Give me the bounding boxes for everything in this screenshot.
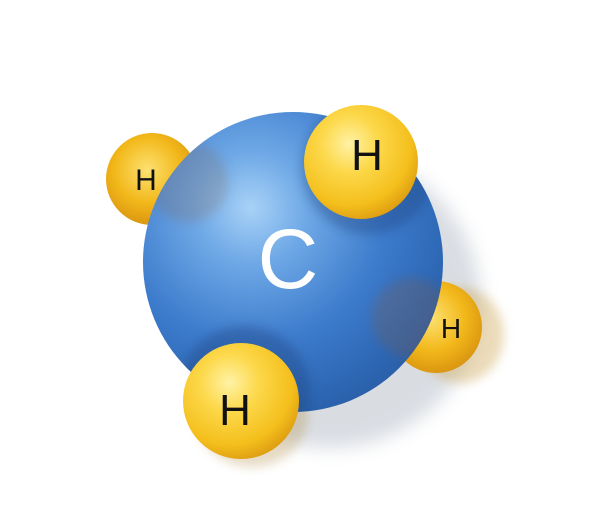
hydrogen-atom-top-right: H	[304, 105, 418, 219]
hydrogen-label-bottom-left: H	[219, 386, 251, 435]
hydrogen-label-upper-left: H	[135, 164, 157, 197]
hydrogen-label-right: H	[441, 313, 461, 344]
hydrogen-atom-bottom-left: H	[183, 343, 299, 459]
carbon-label: C	[258, 212, 319, 306]
hydrogen-label-top-right: H	[351, 131, 383, 180]
